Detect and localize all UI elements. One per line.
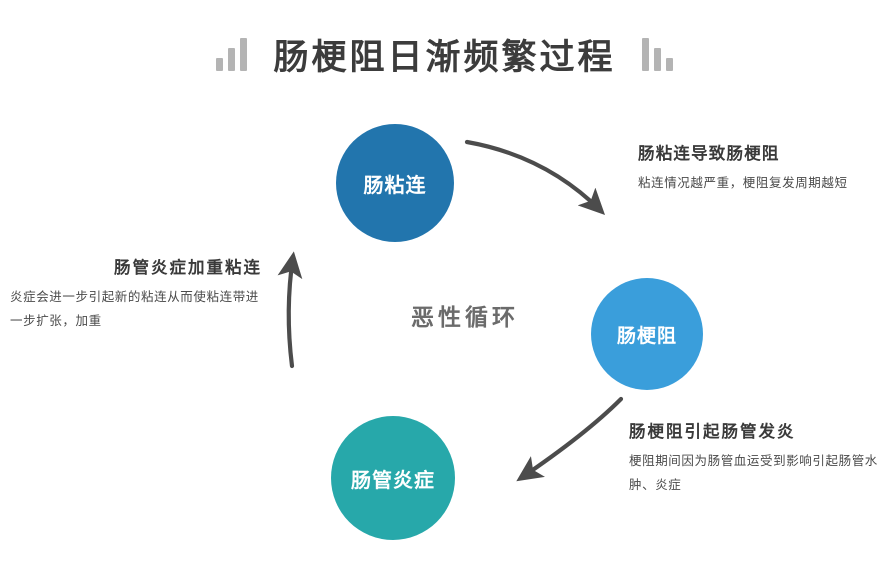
arrow-obstruction-to-inflammation <box>516 396 624 482</box>
bar-1 <box>641 38 649 71</box>
node-circle-adhesion[interactable]: 肠粘连 <box>336 124 454 242</box>
node-circle-inflammation[interactable]: 肠管炎症 <box>331 416 455 540</box>
ascending-bars-icon <box>216 37 248 71</box>
info-heading: 肠管炎症加重粘连 <box>114 258 262 277</box>
node-circle-obstruction[interactable]: 肠梗阻 <box>591 278 703 390</box>
arrow-adhesion-to-obstruction <box>464 139 606 216</box>
info-body: 炎症会进一步引起新的粘连从而使粘连带进一步扩张，加重 <box>10 290 259 329</box>
page-title: 肠梗阻日渐频繁过程 <box>273 37 616 77</box>
info-body: 粘连情况越严重，梗阻复发周期越短 <box>638 176 848 191</box>
bar-2 <box>653 48 661 71</box>
bar-1 <box>216 58 224 71</box>
title-bar: 肠梗阻日渐频繁过程 <box>0 24 889 84</box>
bar-3 <box>240 38 248 71</box>
info-heading: 肠粘连导致肠梗阻 <box>638 144 780 163</box>
info-heading: 肠梗阻引起肠管发炎 <box>629 422 796 441</box>
arrow-inflammation-to-adhesion <box>277 251 303 369</box>
bar-2 <box>228 48 236 71</box>
info-block-left: 肠管炎症加重粘连 炎症会进一步引起新的粘连从而使粘连带进一步扩张，加重 <box>10 256 262 334</box>
info-body: 梗阻期间因为肠管血运受到影响引起肠管水肿、炎症 <box>629 454 878 493</box>
info-block-bottom-right: 肠梗阻引起肠管发炎 梗阻期间因为肠管血运受到影响引起肠管水肿、炎症 <box>629 420 881 498</box>
bar-3 <box>665 58 673 71</box>
center-label: 恶性循环 <box>411 305 519 330</box>
descending-bars-icon <box>641 37 673 71</box>
info-block-top-right: 肠粘连导致肠梗阻 粘连情况越严重，梗阻复发周期越短 <box>638 142 882 195</box>
